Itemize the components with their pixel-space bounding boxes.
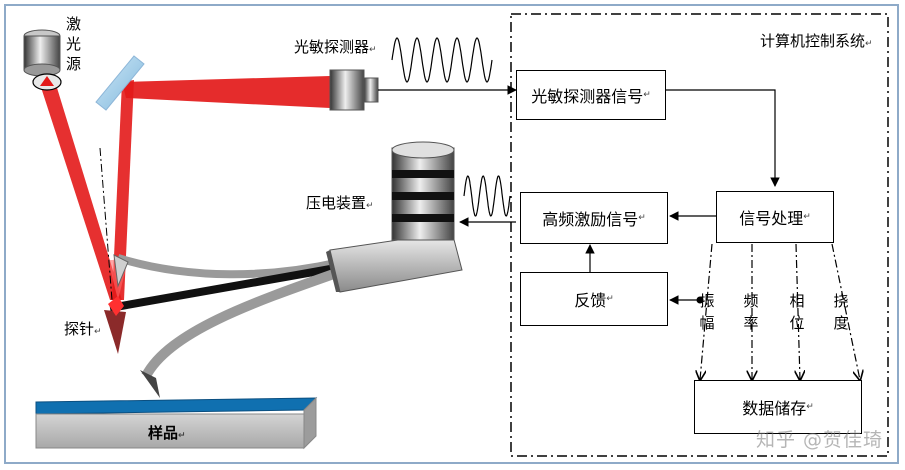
photodetector-label: 光敏探测器↵ xyxy=(294,36,377,57)
sample-label: 样品↵ xyxy=(148,422,186,443)
computer-system-label-text: 计算机控制系统 xyxy=(760,32,866,50)
probe-label: 探针↵ xyxy=(64,318,102,339)
return-mark: ↵ xyxy=(94,327,102,337)
sample-body xyxy=(35,413,305,449)
sample-top xyxy=(35,397,318,415)
output-amplitude: 振幅 xyxy=(699,292,715,332)
high-freq-excitation-text: 高频激励信号 xyxy=(542,210,639,229)
signal-processing-box: 信号处理↵ xyxy=(716,191,834,243)
feedback-box: 反馈↵ xyxy=(520,272,668,326)
return-mark: ↵ xyxy=(366,201,374,211)
return-mark: ↵ xyxy=(369,45,377,55)
sample-label-text: 样品 xyxy=(148,424,179,442)
return-mark: ↵ xyxy=(638,213,646,223)
probe-label-text: 探针 xyxy=(64,320,95,338)
cantilever-upper xyxy=(116,254,341,279)
piezo-label-text: 压电装置 xyxy=(306,194,367,212)
feedback-text: 反馈 xyxy=(574,291,607,310)
return-mark: ↵ xyxy=(643,90,651,100)
cantilever-main xyxy=(109,264,337,312)
return-mark: ↵ xyxy=(865,39,873,49)
cantilever-lower xyxy=(141,265,347,379)
reflected-laser-beam xyxy=(112,80,134,300)
amplitude-output-line xyxy=(700,243,713,380)
computer-system-label: 计算机控制系统↵ xyxy=(760,30,873,51)
phase-output-line xyxy=(796,243,800,380)
computer-system-region xyxy=(510,13,889,457)
laser-source-label: 激光源 xyxy=(66,15,82,73)
lower-tip xyxy=(140,370,160,398)
deflection-output-line xyxy=(831,243,860,380)
detector-waveform xyxy=(391,37,493,83)
output-frequency: 频率 xyxy=(743,292,759,332)
signal-processing-text: 信号处理 xyxy=(739,209,804,228)
excitation-waveform xyxy=(463,175,511,217)
incident-laser-beam xyxy=(38,78,122,300)
high-freq-excitation-box: 高频激励信号↵ xyxy=(520,192,668,244)
output-deflection: 挠度 xyxy=(833,292,849,332)
data-storage-text: 数据储存 xyxy=(742,399,807,418)
probe-tip xyxy=(104,310,126,354)
piezo-label: 压电装置↵ xyxy=(306,192,374,213)
photodetector-signal-box: 光敏探测器信号↵ xyxy=(516,70,666,120)
return-mark: ↵ xyxy=(178,431,186,441)
output-phase: 相位 xyxy=(789,292,805,332)
return-mark: ↵ xyxy=(806,402,814,412)
laser-to-detector-beam xyxy=(122,76,330,108)
photodetector-body xyxy=(329,69,365,111)
piezo-base xyxy=(329,231,463,293)
return-mark: ↵ xyxy=(803,212,811,222)
figure-border xyxy=(4,4,899,464)
photodetector-label-text: 光敏探测器 xyxy=(294,38,370,56)
return-mark: ↵ xyxy=(606,294,614,304)
photodetector-signal-text: 光敏探测器信号 xyxy=(531,87,644,106)
detector-to-processing-arrow xyxy=(666,89,780,187)
mirror xyxy=(95,55,145,111)
laser-spot xyxy=(108,296,124,316)
normal-line xyxy=(99,147,113,301)
watermark: 知乎 @贺佳琦 xyxy=(755,429,883,451)
data-storage-box: 数据储存↵ xyxy=(694,380,862,434)
